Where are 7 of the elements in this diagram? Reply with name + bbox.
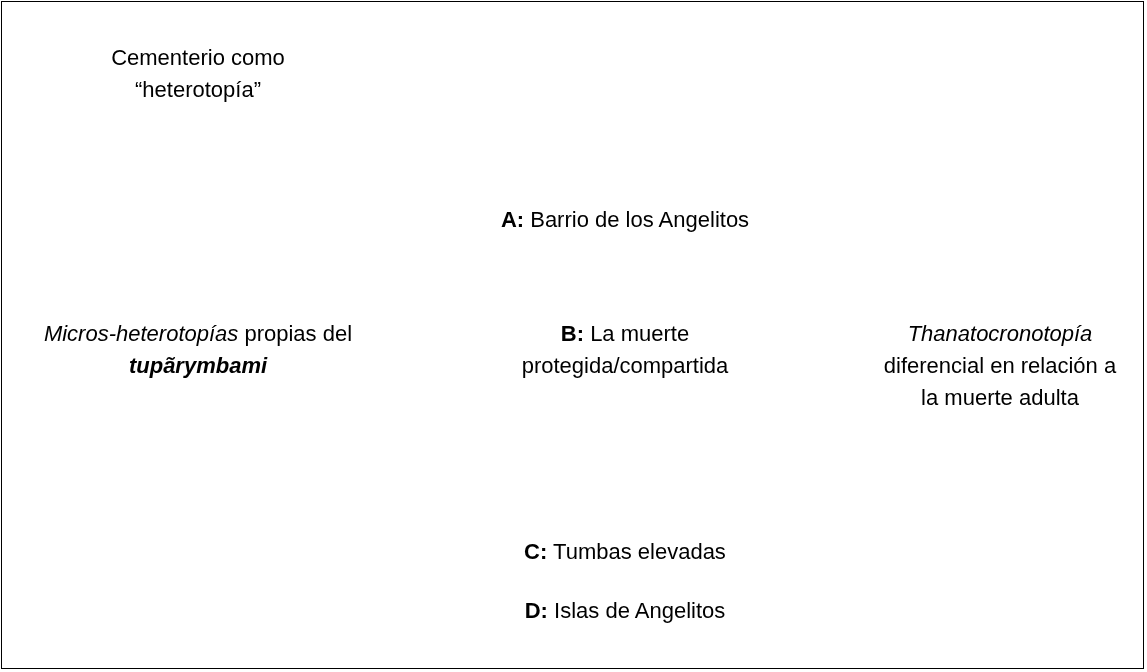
label-text: B: La muerte protegida/compartida: [520, 320, 730, 380]
label-text: Thanatocronotopía diferencial en relación a la muerte adulta: [882, 320, 1118, 412]
label-text: Micros-heterotopías propias del tupãrymbami: [42, 320, 354, 380]
label-text: D: Islas de Angelitos: [523, 597, 727, 625]
label-text: C: Tumbas elevadas: [523, 538, 727, 566]
label-text: A: Barrio de los Angelitos: [499, 206, 751, 234]
label-text: Cementerio como “heterotopía”: [110, 44, 286, 104]
